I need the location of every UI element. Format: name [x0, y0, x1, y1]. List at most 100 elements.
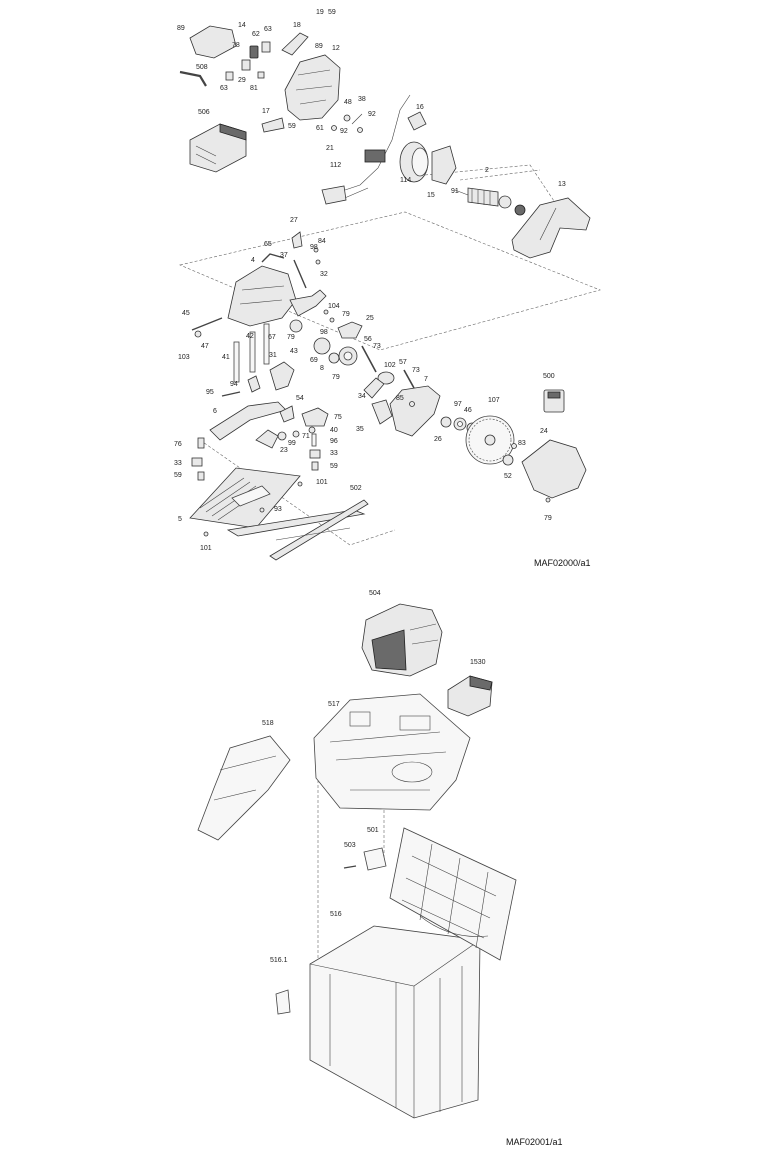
part-callout: 61 — [316, 125, 324, 132]
screw-101 — [203, 531, 209, 537]
part-33b — [309, 449, 321, 459]
part-callout: 92 — [340, 128, 348, 135]
part-501 — [363, 847, 387, 871]
part-103 — [194, 330, 202, 338]
part-callout: 19 — [316, 9, 324, 16]
part-31b — [269, 361, 295, 391]
screw-93 — [259, 507, 265, 513]
part-callout: 78 — [232, 42, 240, 49]
part-callout: 1530 — [470, 659, 486, 666]
diagram-code-lower: MAF02001/a1 — [506, 1137, 563, 1147]
part-callout: 8 — [320, 365, 324, 372]
part-callout: 84 — [318, 238, 326, 245]
bearing-box — [431, 145, 457, 185]
part-callout: 59 — [328, 9, 336, 16]
part-callout: 37 — [280, 252, 288, 259]
part-callout: 6 — [213, 408, 217, 415]
part-callout: 107 — [488, 397, 500, 404]
part-callout: 52 — [504, 473, 512, 480]
switch-lever — [281, 32, 309, 56]
part-99 — [277, 431, 287, 441]
part-callout: 76 — [174, 441, 182, 448]
part-callout: 516 — [330, 911, 342, 918]
part-84 — [315, 259, 321, 265]
part-38 — [351, 113, 363, 125]
storage-top-504 — [361, 603, 443, 677]
part-callout: 103 — [178, 354, 190, 361]
part-callout: 23 — [280, 447, 288, 454]
knob-75 — [301, 407, 329, 427]
part-63b — [225, 71, 234, 81]
part-callout: 43 — [290, 348, 298, 355]
part-callout: 21 — [326, 145, 334, 152]
part-94 — [247, 375, 261, 393]
part-callout: 29 — [238, 77, 246, 84]
part-callout: 79 — [287, 334, 295, 341]
part-callout: 94 — [230, 381, 238, 388]
charger-1530 — [447, 675, 493, 717]
part-callout: 45 — [182, 310, 190, 317]
part-40 — [308, 426, 316, 434]
part-23 — [255, 429, 279, 449]
part-callout: 99 — [288, 440, 296, 447]
insert-518 — [197, 735, 291, 841]
washer-26 — [440, 416, 452, 428]
part-callout: 59 — [330, 463, 338, 470]
spring-56 — [361, 345, 377, 373]
part-callout: 32 — [320, 271, 328, 278]
part-63 — [261, 41, 271, 53]
part-callout: 34 — [358, 393, 366, 400]
part-callout: 504 — [369, 590, 381, 597]
spring-57 — [403, 369, 415, 389]
part-callout: 71 — [302, 433, 310, 440]
part-37 — [293, 259, 307, 289]
part-callout: 104 — [328, 303, 340, 310]
gear-43 — [313, 337, 331, 355]
part-callout: 56 — [364, 336, 372, 343]
part-callout: 14 — [238, 22, 246, 29]
pin-42 — [249, 331, 256, 373]
part-48 — [343, 114, 351, 122]
part-callout: 83 — [518, 440, 526, 447]
part-callout: 26 — [434, 436, 442, 443]
part-callout: 24 — [540, 428, 548, 435]
part-callout: 40 — [330, 427, 338, 434]
part-callout: 79 — [342, 311, 350, 318]
part-callout: 13 — [558, 181, 566, 188]
part-96 — [311, 433, 317, 447]
part-500 — [543, 389, 565, 413]
part-callout: 27 — [290, 217, 298, 224]
part-callout: 16 — [416, 104, 424, 111]
gear-housing — [227, 265, 297, 327]
part-callout: 89 — [177, 25, 185, 32]
part-callout: 35 — [356, 426, 364, 433]
screw-79 — [545, 497, 551, 503]
screw-503 — [343, 865, 357, 869]
part-callout: 33 — [330, 450, 338, 457]
part-callout: 5 — [178, 516, 182, 523]
part-59 — [197, 471, 205, 481]
shaft-45 — [191, 317, 223, 331]
part-callout: 516.1 — [270, 957, 288, 964]
part-callout: 69 — [310, 357, 318, 364]
part-callout: 501 — [367, 827, 379, 834]
part-callout: 96 — [330, 438, 338, 445]
part-callout: 54 — [296, 395, 304, 402]
part-61 — [331, 125, 337, 131]
part-54 — [279, 405, 295, 423]
guide-rail — [226, 499, 369, 561]
part-callout: 25 — [366, 315, 374, 322]
part-callout: 81 — [250, 85, 258, 92]
part-callout: 506 — [198, 109, 210, 116]
part-callout: 502 — [350, 485, 362, 492]
part-callout: 98 — [320, 329, 328, 336]
part-callout: 67 — [268, 334, 276, 341]
armature — [454, 187, 526, 216]
part-79 — [329, 317, 335, 323]
storage-box-516 — [309, 827, 517, 1119]
part-callout: 503 — [344, 842, 356, 849]
gear-69 — [328, 352, 340, 364]
brush-holder — [407, 111, 427, 131]
